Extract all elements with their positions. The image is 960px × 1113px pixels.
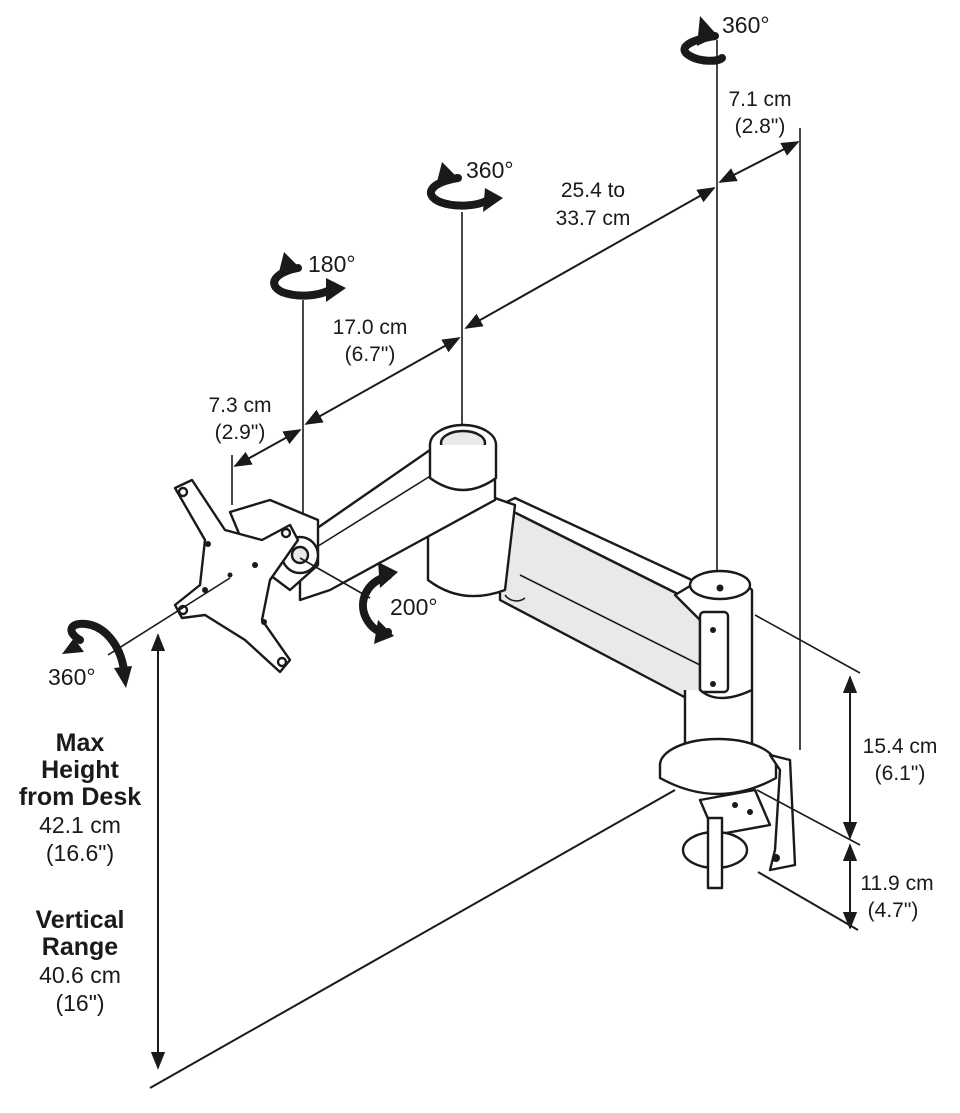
clamp-arm [768, 753, 797, 872]
elbow-rotation-label: 360° [466, 157, 514, 183]
vesa-hole-9 [227, 572, 233, 578]
plate-screw-bottom [710, 681, 716, 687]
max-height-title-3: from Desk [19, 783, 141, 811]
vesa-hole-6 [261, 619, 267, 625]
column-rotation-label: 360° [722, 12, 770, 38]
vertical-range-title-2: Range [42, 933, 119, 961]
rotate-360-plate-icon [62, 619, 132, 688]
vesa-plate [173, 478, 300, 674]
tilt-knob-center [290, 545, 310, 565]
clamp-depth-metric: 11.9 cm [860, 872, 933, 895]
desk-top-ext [756, 789, 861, 846]
max-height-metric: 42.1 cm [39, 812, 121, 838]
vesa-hole-2 [276, 656, 288, 668]
elbow-hub [428, 445, 498, 492]
clamp-screw [706, 816, 724, 890]
rear-arm-line2: 33.7 cm [556, 207, 631, 230]
head-offset-metric: 7.3 cm [208, 394, 271, 417]
shoulder-plate [698, 610, 730, 694]
max-height-block: Max Height from Desk 42.1 cm (16.6") [19, 729, 141, 866]
shoulder-screw [716, 584, 724, 592]
head-offset-imperial: (2.9") [215, 421, 266, 444]
tilt-axis-line [299, 557, 371, 599]
max-height-title-1: Max [56, 729, 105, 757]
clamp-depth-imperial: (4.7") [868, 899, 919, 922]
rear-arm-notch [504, 594, 526, 602]
tilt-rotation-label: 200° [390, 594, 438, 620]
rotate-200-tilt-icon [358, 562, 398, 644]
clamp-bar-hole-2 [747, 809, 753, 815]
vertical-range-block: Vertical Range 40.6 cm (16") [36, 906, 125, 1016]
monitor-arm-illustration [173, 423, 797, 890]
head-offset-arrow [233, 429, 302, 467]
column-height-metric: 15.4 cm [863, 735, 938, 758]
vesa-hole-3 [280, 527, 292, 539]
rear-arm-line1: 25.4 to [561, 179, 625, 202]
extension-lines [107, 40, 861, 846]
plate-screw-top [710, 627, 716, 633]
rotate-360-elbow-icon [426, 162, 503, 212]
rear-arm-arrow [464, 187, 716, 329]
column-offset-metric: 7.1 cm [728, 88, 791, 111]
clamp-base-edge [658, 765, 778, 796]
desk-front-line [757, 871, 859, 931]
column-height-imperial: (6.1") [875, 762, 926, 785]
plate-axis-line [107, 577, 231, 656]
desk-edge-line [149, 789, 676, 1089]
max-height-imperial: (16.6") [46, 840, 114, 866]
clamp-knob [772, 854, 780, 862]
vesa-hole-5 [205, 541, 211, 547]
column-offset-imperial: (2.8") [735, 115, 786, 138]
column-offset-arrow [718, 141, 800, 183]
max-height-title-2: Height [41, 756, 119, 784]
clamp-bar-hole-1 [732, 802, 738, 808]
vesa-hole-7 [202, 587, 208, 593]
rotation-arrows [62, 16, 726, 688]
vesa-hole-1 [177, 486, 189, 498]
vertical-range-title-1: Vertical [36, 906, 125, 934]
rear-arm-groove [519, 574, 701, 666]
front-arm-metric: 17.0 cm [333, 316, 408, 339]
vesa-hole-8 [252, 562, 258, 568]
dimension-arrows [150, 141, 858, 1070]
head-rotation-label: 180° [308, 251, 356, 277]
dimension-labels: 7.1 cm (2.8") 25.4 to 33.7 cm 17.0 cm (6… [208, 88, 937, 922]
rotation-labels: 360° 360° 180° 200° 360° [48, 12, 770, 690]
rotate-180-head-icon [270, 252, 346, 302]
plate-rotation-label: 360° [48, 664, 96, 690]
column-top-ext [754, 614, 861, 674]
rotate-360-column-icon [680, 16, 726, 65]
front-arm-edge [314, 469, 441, 549]
front-arm-imperial: (6.7") [345, 343, 396, 366]
front-arm-arrow [304, 337, 461, 425]
vertical-range-imperial: (16") [55, 990, 104, 1016]
vertical-range-metric: 40.6 cm [39, 962, 121, 988]
